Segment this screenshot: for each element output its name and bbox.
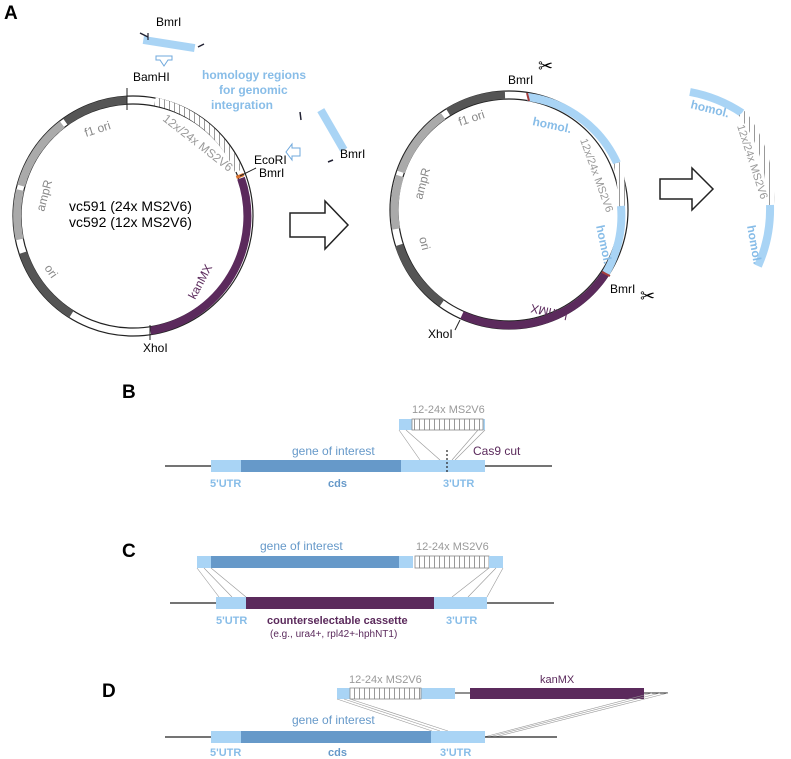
panel-c-insert-label: 12-24x MS2V6 <box>416 541 489 553</box>
homology-note-line2: for genomic <box>219 83 288 97</box>
homology-fragment-top <box>139 32 205 67</box>
panel-b-3utr-label: 3'UTR <box>443 478 474 490</box>
site-bmri-fragment-right: BmrI <box>340 147 365 161</box>
panel-c-cassette-example: (e.g., ura4+, rpl42+-hphNT1) <box>270 629 397 640</box>
panel-label-a: A <box>4 3 18 24</box>
panel-label-d: D <box>102 681 116 702</box>
process-arrow-2 <box>659 166 715 212</box>
feature-homol-middle-2: homol. <box>593 224 615 265</box>
site-xhoi-middle: XhoI <box>428 327 453 341</box>
feature-ori-left: ori <box>42 262 61 281</box>
scissors-icon-top: ✂ <box>538 56 553 76</box>
site-bamhi-left: BamHI <box>133 70 170 84</box>
plasmid-name-1: vc591 (24x MS2V6) <box>69 198 192 214</box>
panel-label-b: B <box>122 382 136 403</box>
panel-c-diagram <box>170 555 554 609</box>
plasmid-map-left <box>12 95 254 337</box>
panel-d-kanmx-label: kanMX <box>540 674 575 686</box>
site-bmri-fragment-top: BmrI <box>156 15 181 29</box>
panel-d-gene-label: gene of interest <box>292 713 375 727</box>
panel-c-cassette-label: counterselectable cassette <box>267 615 408 627</box>
panel-d-5utr-label: 5'UTR <box>210 747 241 759</box>
panel-b-cas9-label: Cas9 cut <box>473 444 521 458</box>
released-fragment <box>689 88 775 268</box>
panel-d-insert-label: 12-24x MS2V6 <box>349 674 422 686</box>
panel-c-gene-label: gene of interest <box>260 539 343 553</box>
scissors-icon-bottom: ✂ <box>640 286 655 306</box>
homology-fragment-right <box>285 108 348 163</box>
panel-d-cds-label: cds <box>328 747 347 759</box>
site-bmri-middle-top: BmrI <box>508 73 533 87</box>
site-ecori-left: EcoRI <box>254 153 287 167</box>
homology-note-line3: integration <box>211 98 273 112</box>
homology-note-line1: homology regions <box>202 68 306 82</box>
feature-ampr-left: ampR <box>33 178 55 213</box>
feature-homol-right-2: homol. <box>744 224 765 265</box>
feature-ori-middle: ori <box>416 235 433 252</box>
plasmid-name-2: vc592 (12x MS2V6) <box>69 214 192 230</box>
panel-b-cds-label: cds <box>328 478 347 490</box>
panel-c-5utr-label: 5'UTR <box>216 615 247 627</box>
process-arrow-1 <box>289 199 350 251</box>
panel-label-c: C <box>122 541 136 562</box>
site-bmri-middle-bottom: BmrI <box>610 282 635 296</box>
panel-b-gene-label: gene of interest <box>292 444 375 458</box>
site-bmri-left: BmrI <box>259 166 284 180</box>
feature-homol-middle-1: homol. <box>531 114 572 136</box>
feature-ampr-middle: ampR <box>411 166 433 201</box>
panel-d-diagram <box>165 687 669 743</box>
panel-b-insert-label: 12-24x MS2V6 <box>412 404 485 416</box>
panel-d-3utr-label: 3'UTR <box>440 747 471 759</box>
panel-c-3utr-label: 3'UTR <box>446 615 477 627</box>
feature-f1-ori-left: f1 ori <box>83 118 113 140</box>
plasmid-map-middle <box>389 90 629 330</box>
panel-b-5utr-label: 5'UTR <box>210 478 241 490</box>
panel-b-diagram <box>165 418 552 474</box>
site-xhoi-left: XhoI <box>143 341 168 355</box>
